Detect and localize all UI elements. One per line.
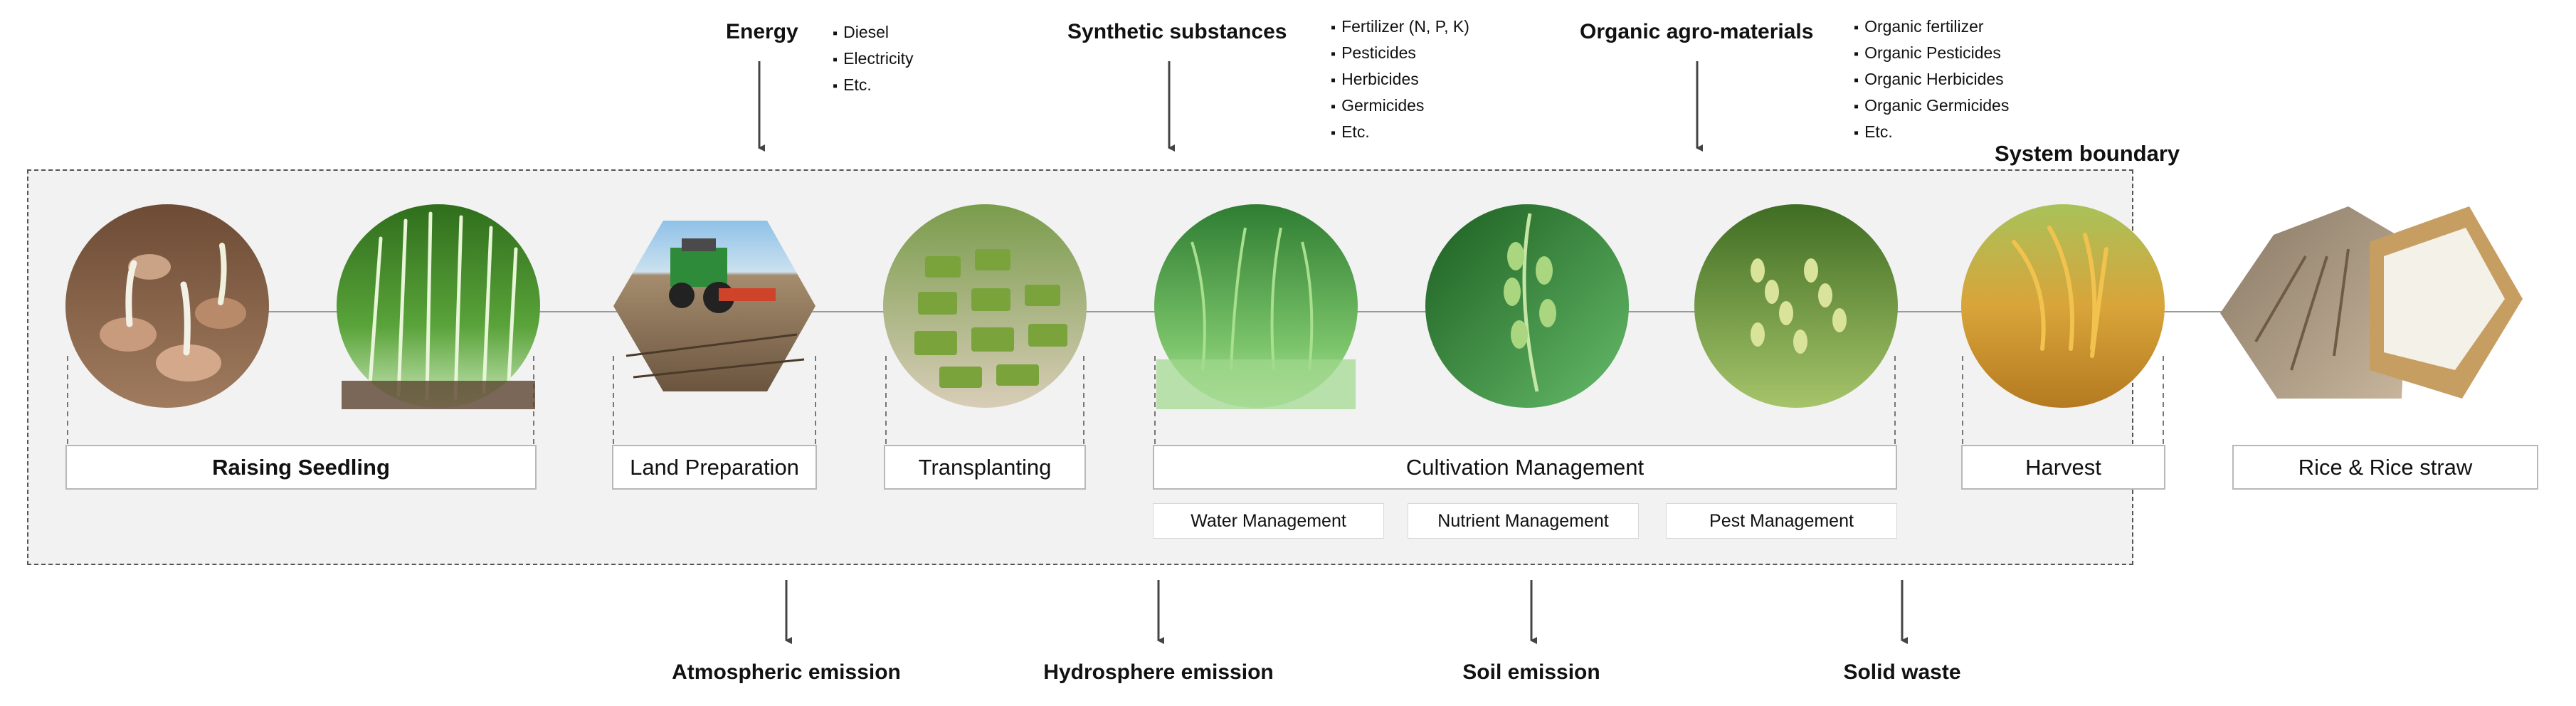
energy-item: Diesel [833,20,914,46]
hydrosphere-emission-label: Hydrosphere emission [1043,660,1274,684]
transplanting-box: Transplanting [884,445,1086,490]
synthetic-input-label: Synthetic substances [1067,20,1287,43]
energy-input-label: Energy [726,20,798,43]
seed-sprouting-picture [65,204,269,408]
energy-item: Etc. [833,73,914,99]
synthetic-item: Fertilizer (N, P, K) [1331,14,1469,41]
energy-input-list: Diesel Electricity Etc. [833,20,914,99]
synthetic-item: Germicides [1331,93,1469,120]
golden-rice-picture [1961,204,2165,408]
green-seedlings-picture [337,204,540,409]
atmospheric-emission-label: Atmospheric emission [672,660,901,684]
synthetic-item: Etc. [1331,120,1469,146]
water-management-box: Water Management [1153,503,1384,539]
rice-flowering-picture [1425,204,1629,408]
organic-item: Organic Germicides [1854,93,2009,120]
picture-guide-lines [67,356,2164,445]
rice-grain-picture [1694,204,1898,408]
nutrient-management-box: Nutrient Management [1408,503,1639,539]
organic-item: Organic Herbicides [1854,67,2009,93]
energy-item: Electricity [833,46,913,73]
organic-input-list: Organic fertilizer Organic Pesticides Or… [1854,14,2009,146]
raising-seedling-box: Raising Seedling [65,445,537,490]
land-preparation-box: Land Preparation [612,445,817,490]
paddy-water-picture [1154,204,1358,409]
transplanted-seedlings-picture [883,204,1087,408]
cultivation-management-box: Cultivation Management [1153,445,1897,490]
organic-input-label: Organic agro-materials [1580,20,1814,43]
rice-and-straw-box: Rice & Rice straw [2232,445,2538,490]
harvest-box: Harvest [1961,445,2165,490]
solid-waste-label: Solid waste [1843,660,1961,684]
pest-management-box: Pest Management [1666,503,1897,539]
organic-item: Organic Pesticides [1854,41,2009,67]
soil-emission-label: Soil emission [1462,660,1600,684]
synthetic-item: Herbicides [1331,67,1469,93]
synthetic-input-list: Fertilizer (N, P, K) Pesticides Herbicid… [1331,14,1469,146]
organic-item: Organic fertilizer [1854,14,2009,41]
organic-item: Etc. [1854,120,2009,146]
synthetic-item: Pesticides [1331,41,1469,67]
tractor-field-picture [613,221,815,391]
rice-and-straw-picture [2220,206,2523,399]
system-boundary-label: System boundary [1995,141,2180,166]
